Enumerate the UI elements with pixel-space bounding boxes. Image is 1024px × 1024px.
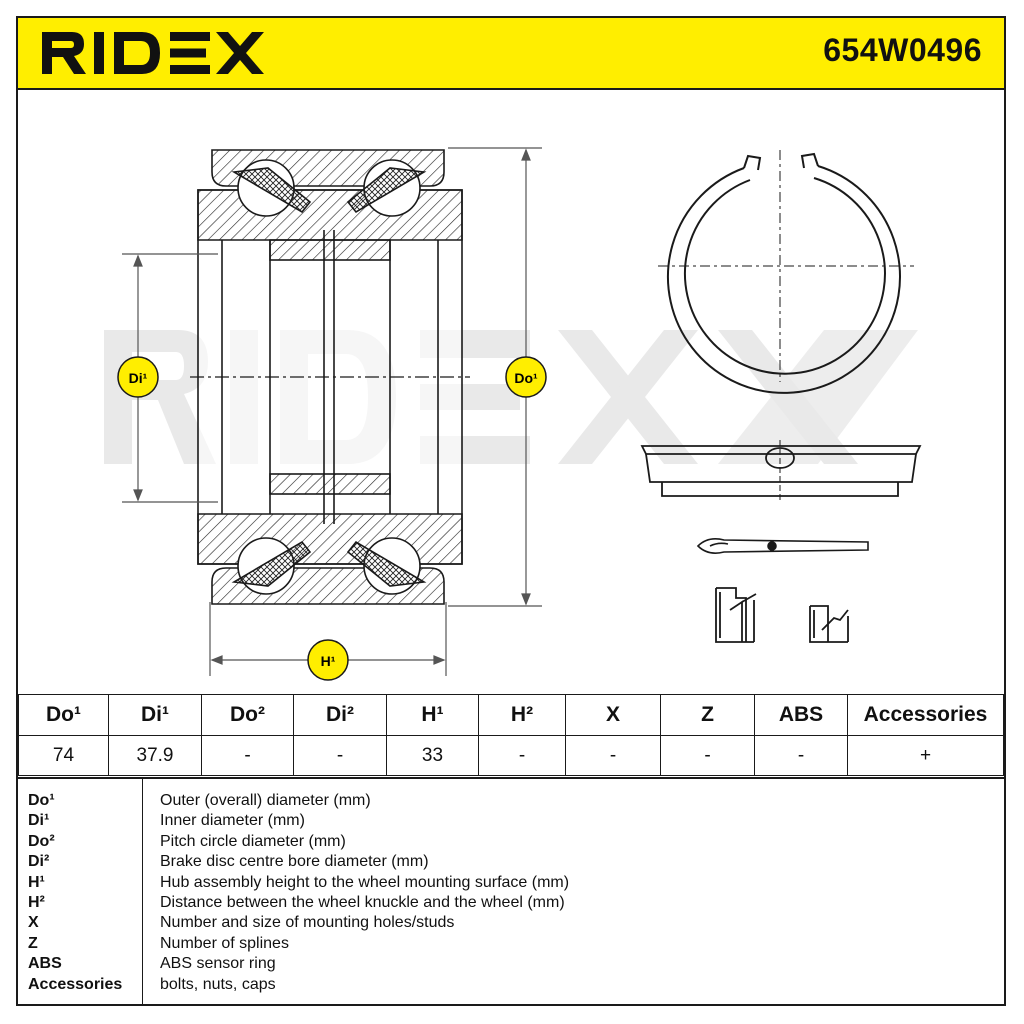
- value-x: -: [565, 735, 661, 776]
- legend-descriptions: Outer (overall) diameter (mm) Inner diam…: [160, 791, 569, 995]
- legend-key: H¹: [28, 873, 45, 891]
- legend-key: Di²: [28, 853, 50, 871]
- header-x: X: [565, 694, 661, 736]
- legend-key: ABS: [28, 955, 62, 973]
- legend-desc: bolts, nuts, caps: [160, 975, 276, 993]
- value-h2: -: [478, 735, 566, 776]
- header-di1: Di¹: [108, 694, 202, 736]
- do1-badge: [505, 356, 547, 398]
- legend-desc: Outer (overall) diameter (mm): [160, 792, 371, 809]
- part-number: 654W0496: [823, 32, 982, 68]
- value-do1: 74: [18, 735, 109, 776]
- circlip-ring-icon: [658, 150, 914, 394]
- legend-desc: Number of splines: [160, 934, 289, 952]
- legend-key: Do¹: [28, 792, 55, 809]
- legend-key: H²: [28, 893, 45, 911]
- legend-desc: Distance between the wheel knuckle and t…: [160, 893, 565, 911]
- h1-badge: [307, 639, 349, 681]
- legend-key: Di¹: [28, 812, 50, 830]
- legend-key: Do²: [28, 832, 55, 850]
- legend-desc: Number and size of mounting holes/studs: [160, 914, 455, 932]
- spec-value-row: 74 37.9 - - 33 - - - - +: [18, 735, 1004, 776]
- abs-ring-side-icon: [640, 440, 922, 500]
- legend-key: X: [28, 914, 39, 932]
- legend-key: Accessories: [28, 975, 123, 993]
- product-sheet: 654W0496: [16, 16, 1006, 1006]
- header-h1: H¹: [386, 694, 479, 736]
- legend-desc: Hub assembly height to the wheel mountin…: [160, 873, 570, 891]
- di1-label: Di¹: [129, 370, 148, 386]
- value-do2: -: [201, 735, 294, 776]
- header-bar: 654W0496: [18, 18, 1004, 90]
- legend: Do¹ Di¹ Do² Di² H¹ H² X Z ABS Accessorie…: [18, 777, 1004, 1006]
- value-accessories: +: [847, 735, 1004, 776]
- value-abs: -: [754, 735, 848, 776]
- legend-keys: Do¹ Di¹ Do² Di² H¹ H² X Z ABS Accessorie…: [28, 791, 122, 995]
- value-h1: 33: [386, 735, 479, 776]
- header-h2: H²: [478, 694, 566, 736]
- clip-large-icon: [715, 587, 757, 643]
- legend-divider: [142, 779, 143, 1006]
- spec-header-row: Do¹ Di¹ Do² Di² H¹ H² X Z ABS Accessorie…: [18, 694, 1004, 736]
- legend-desc: Pitch circle diameter (mm): [160, 832, 346, 850]
- header-di2: Di²: [293, 694, 387, 736]
- legend-key: Z: [28, 934, 38, 952]
- cotter-pin-icon: [696, 538, 869, 554]
- value-z: -: [660, 735, 755, 776]
- header-abs: ABS: [754, 694, 848, 736]
- di1-badge: [117, 356, 159, 398]
- legend-desc: Inner diameter (mm): [160, 812, 305, 830]
- value-di2: -: [293, 735, 387, 776]
- header-do2: Do²: [201, 694, 294, 736]
- ridex-logo: [42, 32, 264, 74]
- legend-desc: Brake disc centre bore diameter (mm): [160, 853, 429, 871]
- spec-table: Do¹ Di¹ Do² Di² H¹ H² X Z ABS Accessorie…: [18, 694, 1004, 776]
- header-accessories: Accessories: [847, 694, 1004, 736]
- header-do1: Do¹: [18, 694, 109, 736]
- technical-drawing: Di¹ Do¹ H¹: [104, 147, 922, 681]
- legend-desc: ABS sensor ring: [160, 955, 276, 973]
- clip-small-icon: [809, 605, 849, 643]
- do1-label: Do¹: [514, 370, 538, 386]
- h1-label: H¹: [321, 653, 336, 669]
- value-di1: 37.9: [108, 735, 202, 776]
- header-z: Z: [660, 694, 755, 736]
